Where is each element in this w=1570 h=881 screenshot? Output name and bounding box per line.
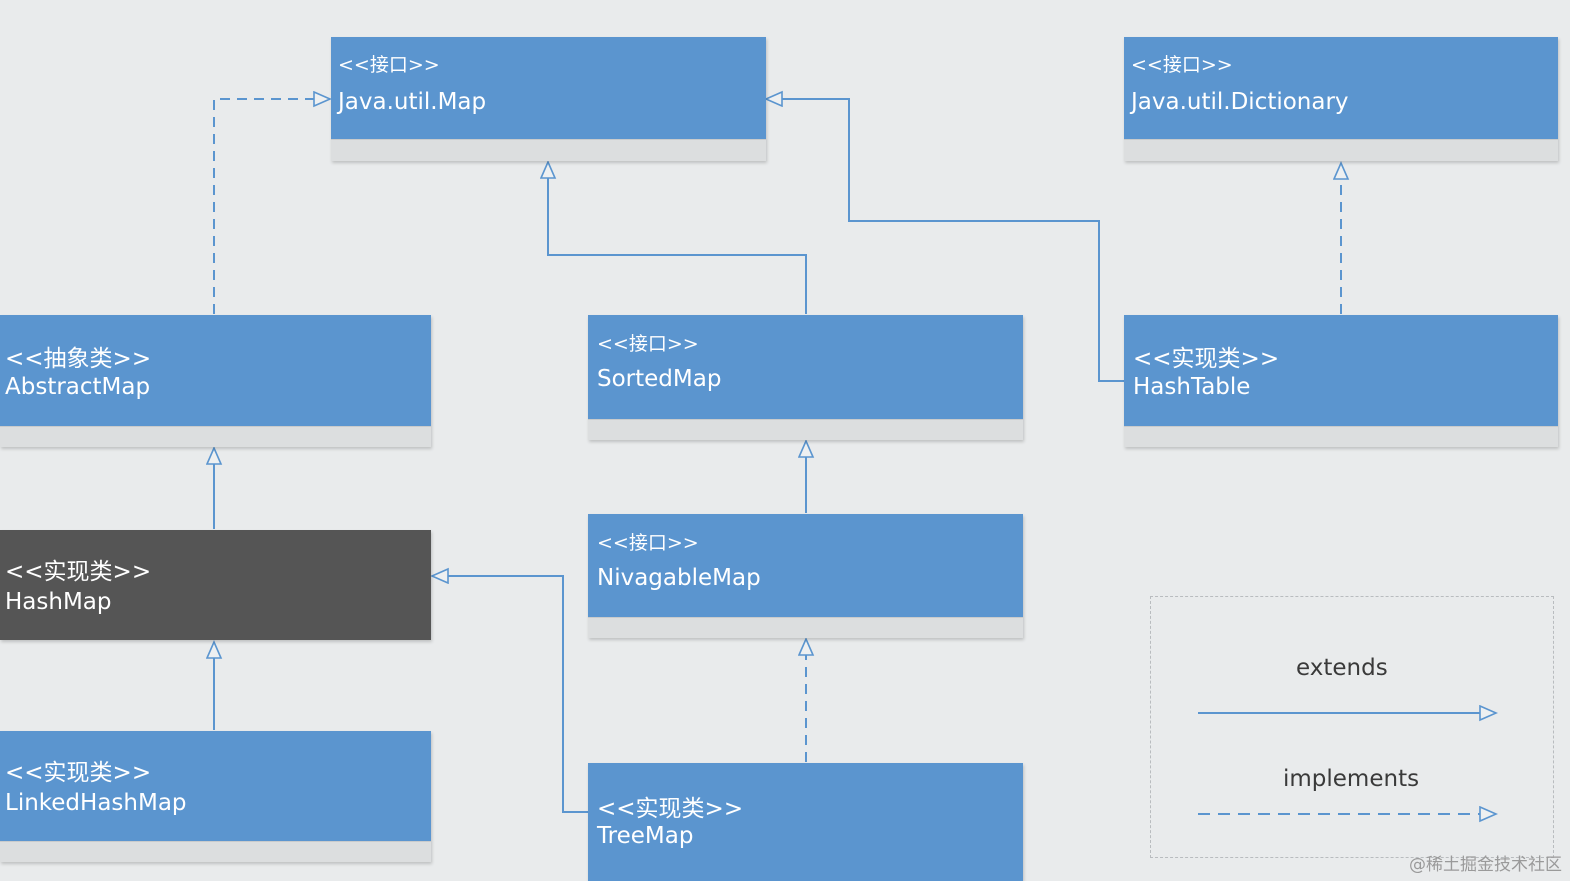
stereotype-label: <<实现类>> bbox=[597, 796, 744, 822]
class-box-map: <<接口>> Java.util.Map bbox=[331, 37, 766, 161]
class-box-navigablemap: <<接口>> NivagableMap bbox=[588, 514, 1023, 638]
class-box-linkedhashmap: <<实现类>> LinkedHashMap bbox=[0, 731, 431, 862]
class-name: Java.util.Map bbox=[338, 89, 487, 115]
relation-sortedmap-map bbox=[548, 162, 807, 314]
stereotype-label: <<接口>> bbox=[597, 333, 699, 355]
class-box-abstractmap: <<抽象类>> AbstractMap bbox=[0, 315, 431, 447]
stereotype-label: <<接口>> bbox=[597, 532, 699, 554]
class-box-treemap: <<实现类>> TreeMap bbox=[588, 763, 1023, 881]
class-box-sortedmap: <<接口>> SortedMap bbox=[588, 315, 1023, 440]
watermark: @稀土掘金技术社区 bbox=[1409, 855, 1562, 875]
class-name: NivagableMap bbox=[597, 565, 761, 591]
stereotype-label: <<接口>> bbox=[338, 54, 440, 76]
stereotype-label: <<实现类>> bbox=[5, 760, 152, 786]
stereotype-label: <<实现类>> bbox=[5, 559, 152, 585]
class-name: TreeMap bbox=[597, 823, 694, 849]
relation-treemap-hashmap bbox=[432, 576, 588, 813]
relation-abstractmap-map bbox=[213, 99, 330, 314]
class-name: SortedMap bbox=[597, 366, 722, 392]
class-name: LinkedHashMap bbox=[5, 790, 187, 816]
class-box-hashmap: <<实现类>> HashMap bbox=[0, 530, 431, 640]
legend-implements-label: implements bbox=[1283, 766, 1420, 792]
class-name: AbstractMap bbox=[5, 374, 151, 400]
stereotype-label: <<实现类>> bbox=[1133, 346, 1280, 372]
stereotype-label: <<抽象类>> bbox=[5, 346, 152, 372]
class-box-dictionary: <<接口>> Java.util.Dictionary bbox=[1124, 37, 1558, 161]
stereotype-label: <<接口>> bbox=[1131, 54, 1233, 76]
relation-hashtable-map bbox=[766, 99, 1124, 382]
class-box-hashtable: <<实现类>> HashTable bbox=[1124, 315, 1558, 447]
legend-extends-label: extends bbox=[1296, 655, 1388, 681]
class-name: HashTable bbox=[1133, 374, 1251, 400]
class-name: Java.util.Dictionary bbox=[1131, 89, 1349, 115]
class-name: HashMap bbox=[5, 589, 112, 615]
legend-box bbox=[1150, 596, 1554, 858]
